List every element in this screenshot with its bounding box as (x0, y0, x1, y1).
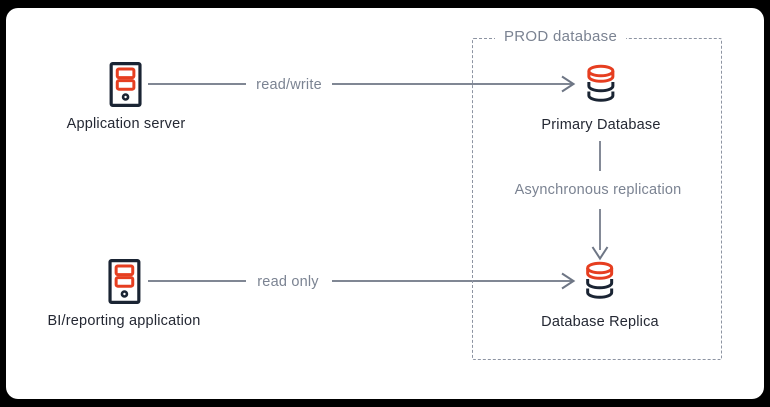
node-database-replica: Database Replica (541, 261, 659, 330)
diagram-canvas: PROD database Application server BI/repo… (6, 8, 764, 399)
prod-database-group-box: PROD database (472, 28, 722, 360)
server-icon (107, 258, 140, 304)
node-bi-reporting-application: BI/reporting application (47, 258, 200, 329)
node-label-primary-database: Primary Database (541, 117, 661, 133)
edge-label-asynchronous-replication: Asynchronous replication (514, 182, 682, 198)
prod-database-group-title: PROD database (495, 28, 627, 45)
edge-label-read-write: read/write (256, 77, 322, 93)
database-icon (586, 261, 614, 299)
node-label-database-replica: Database Replica (541, 314, 659, 330)
node-label-bi-reporting-application: BI/reporting application (47, 313, 201, 329)
node-primary-database: Primary Database (541, 64, 660, 133)
database-icon (587, 64, 615, 102)
edge-label-read-only: read only (257, 274, 319, 290)
node-application-server: Application server (67, 61, 186, 132)
server-icon (109, 61, 142, 107)
node-label-application-server: Application server (66, 116, 186, 132)
